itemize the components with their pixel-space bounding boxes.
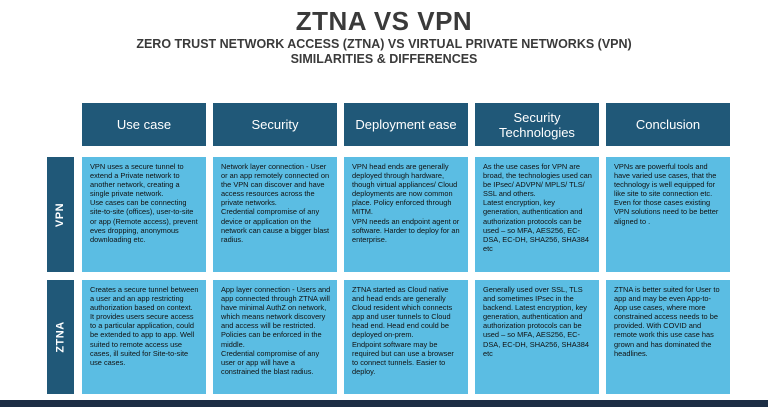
column-header-use-case: Use case — [82, 103, 206, 146]
ztna-security-technologies-cell: Generally used over SSL, TLS and sometim… — [475, 280, 599, 394]
row-label-text: ZTNA — [54, 321, 67, 353]
row-label-ztna: ZTNA — [47, 280, 74, 394]
vpn-security-cell: Network layer connection - User or an ap… — [213, 157, 337, 272]
vpn-conclusion-cell: VPNs are powerful tools and have varied … — [606, 157, 730, 272]
vpn-deployment-ease-cell: VPN head ends are generally deployed thr… — [344, 157, 468, 272]
row-label-text: VPN — [54, 202, 67, 227]
column-header-deployment-ease: Deployment ease — [344, 103, 468, 146]
ztna-deployment-ease-cell: ZTNA started as Cloud native and head en… — [344, 280, 468, 394]
footer-bar — [0, 400, 768, 407]
column-header-label: Deployment ease — [355, 117, 457, 132]
column-header-security: Security — [213, 103, 337, 146]
ztna-security-cell: App layer connection - Users and app con… — [213, 280, 337, 394]
row-label-vpn: VPN — [47, 157, 74, 272]
column-header-label: Security Technologies — [499, 109, 575, 140]
column-header-label: Security — [251, 117, 299, 132]
subtitle-line-1: ZERO TRUST NETWORK ACCESS (ZTNA) VS VIRT… — [136, 37, 632, 51]
vpn-security-technologies-cell: As the use cases for VPN are broad, the … — [475, 157, 599, 272]
column-header-label: Use case — [116, 117, 172, 132]
subtitle-line-2: SIMILARITIES & DIFFERENCES — [290, 52, 478, 66]
column-header-security-technologies: Security Technologies — [475, 103, 599, 146]
ztna-use-case-cell: Creates a secure tunnel between a user a… — [82, 280, 206, 394]
column-header-label: Conclusion — [635, 117, 701, 132]
page-subtitle: ZERO TRUST NETWORK ACCESS (ZTNA) VS VIRT… — [0, 37, 768, 67]
vpn-use-case-cell: VPN uses a secure tunnel to extend a Pri… — [82, 157, 206, 272]
page-title: ZTNA VS VPN — [295, 6, 473, 36]
ztna-conclusion-cell: ZTNA is better suited for User to app an… — [606, 280, 730, 394]
column-header-conclusion: Conclusion — [606, 103, 730, 146]
